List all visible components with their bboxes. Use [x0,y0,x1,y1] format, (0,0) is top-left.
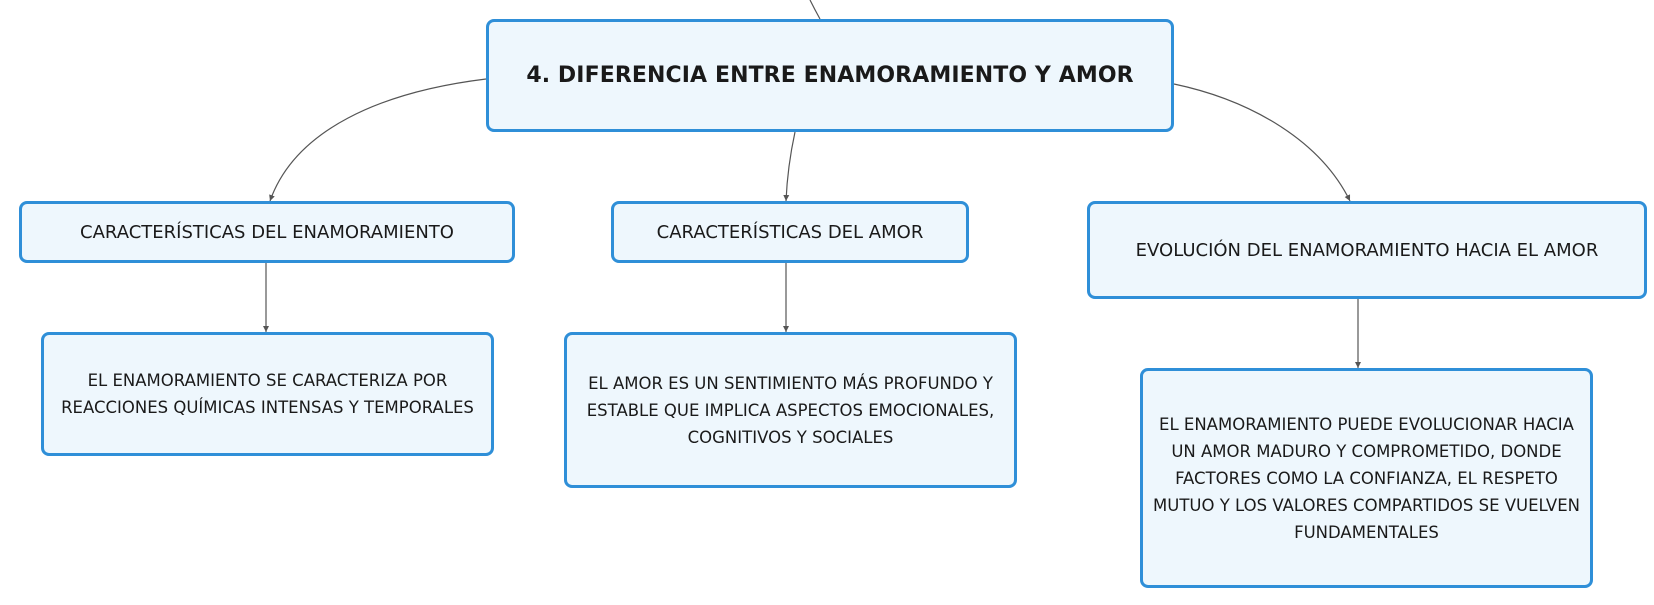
incoming-connector [809,0,821,20]
root-node[interactable]: 4. DIFERENCIA ENTRE ENAMORAMIENTO Y AMOR [486,19,1174,132]
connector-root-to-evolucion [1173,83,1351,202]
detail-node-text: EL ENAMORAMIENTO SE CARACTERIZA POR REAC… [61,371,474,417]
topic-node-caracteristicas-amor[interactable]: CARACTERÍSTICAS DEL AMOR [611,201,969,263]
connector-root-to-enamoramiento [269,78,487,202]
topic-node-label: CARACTERÍSTICAS DEL ENAMORAMIENTO [80,221,454,243]
connector-root-to-amor [783,131,796,202]
topic-node-label: EVOLUCIÓN DEL ENAMORAMIENTO HACIA EL AMO… [1135,239,1599,261]
topic-node-label: CARACTERÍSTICAS DEL AMOR [656,221,924,243]
topic-node-caracteristicas-enamoramiento[interactable]: CARACTERÍSTICAS DEL ENAMORAMIENTO [19,201,515,263]
topic-node-evolucion[interactable]: EVOLUCIÓN DEL ENAMORAMIENTO HACIA EL AMO… [1087,201,1647,299]
detail-node-text: EL AMOR ES UN SENTIMIENTO MÁS PROFUNDO Y… [586,373,995,447]
root-node-label: 4. DIFERENCIA ENTRE ENAMORAMIENTO Y AMOR [526,63,1134,88]
detail-node-text: EL ENAMORAMIENTO PUEDE EVOLUCIONAR HACIA… [1153,414,1580,542]
detail-node-amor[interactable]: EL AMOR ES UN SENTIMIENTO MÁS PROFUNDO Y… [564,332,1017,488]
detail-node-enamoramiento[interactable]: EL ENAMORAMIENTO SE CARACTERIZA POR REAC… [41,332,494,456]
detail-node-evolucion[interactable]: EL ENAMORAMIENTO PUEDE EVOLUCIONAR HACIA… [1140,368,1593,588]
